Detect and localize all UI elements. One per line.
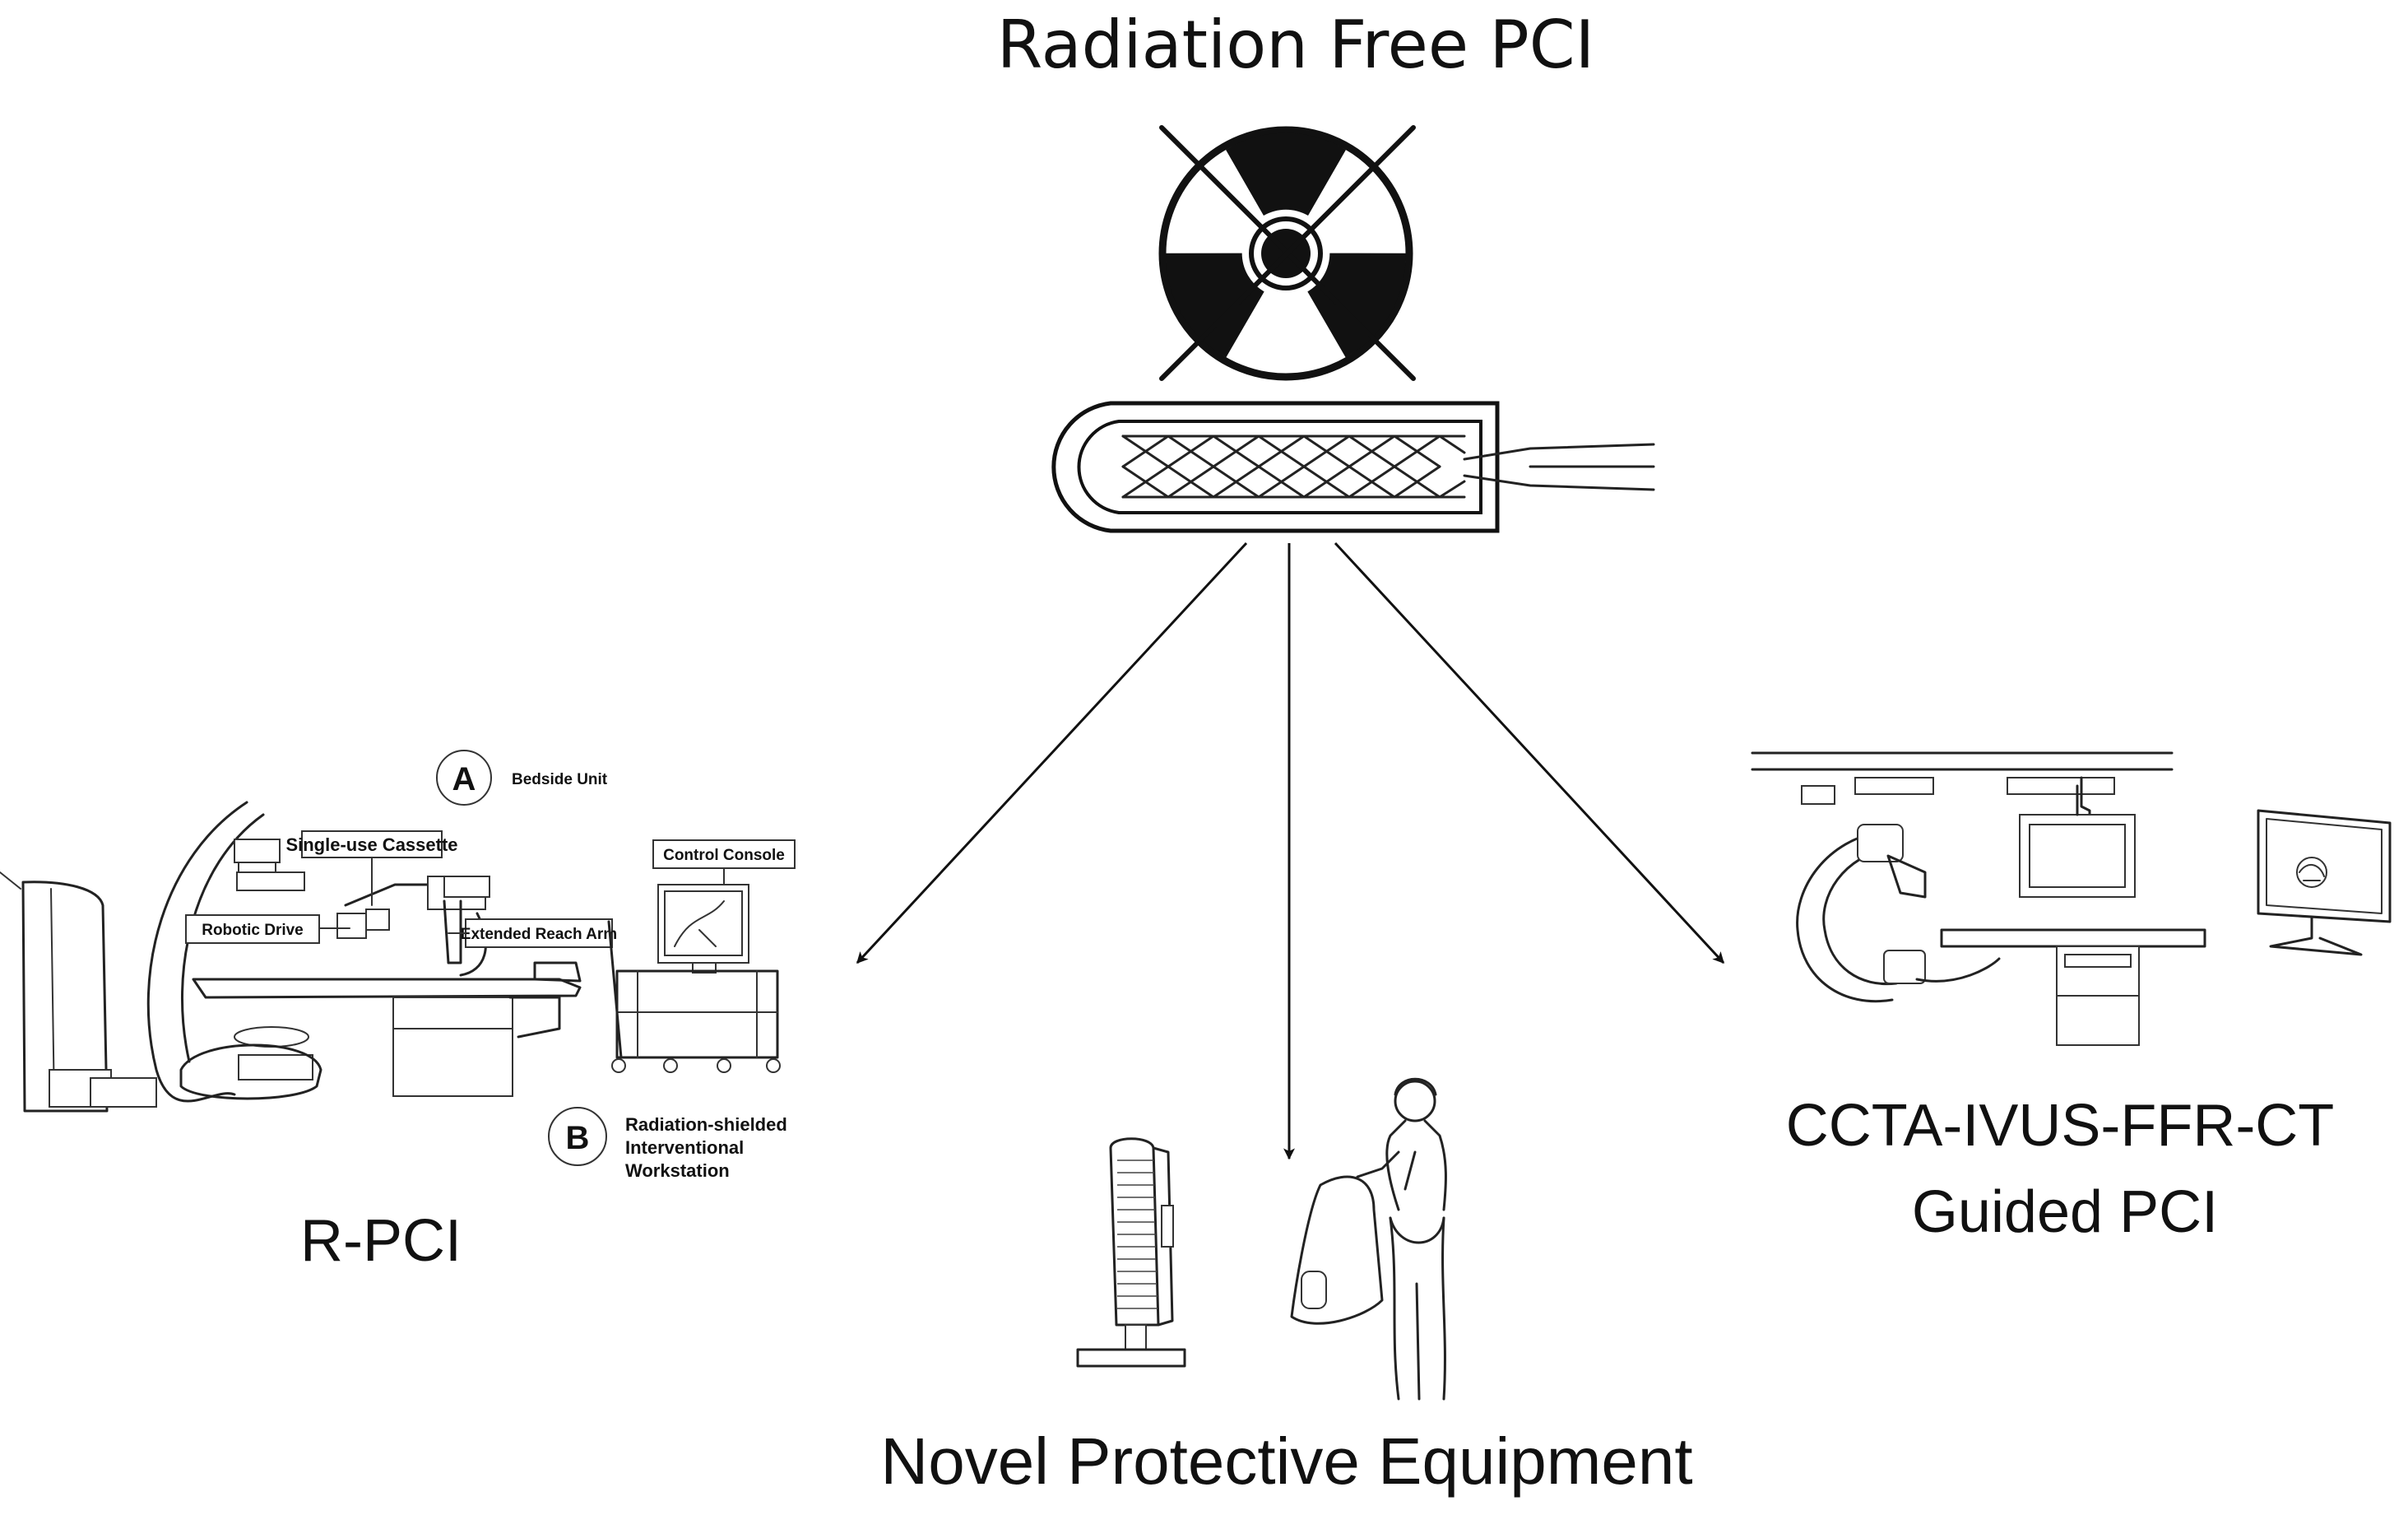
diagram-title: Radiation Free PCI [997, 7, 1594, 83]
callout-robotic-drive: Robotic Drive [202, 922, 304, 939]
callout-box-robotic-drive [185, 914, 320, 944]
arrow-to-r-pci [856, 541, 1248, 964]
protective-equipment-illustration [1076, 1077, 1447, 1401]
label-novel-protective-equipment: Novel Protective Equipment [880, 1424, 1692, 1498]
badge-b: B [566, 1120, 590, 1156]
callout-bedside-unit: Bedside Unit [512, 771, 608, 788]
arrow-to-guided-pci [1334, 541, 1725, 964]
callout-control-console: Control Console [663, 847, 785, 864]
label-guided-pci-line2: Guided PCI [1912, 1179, 2218, 1245]
stent-catheter-icon [1051, 401, 1655, 533]
callout-workstation-line3: Workstation [625, 1160, 730, 1181]
label-r-pci: R-PCI [300, 1208, 462, 1274]
callout-extended-reach-arm: Extended Reach Arm [461, 926, 617, 943]
robotic-pci-illustration: Single-use Cassette Robotic Drive Extend… [0, 750, 796, 1181]
callout-box-control-console [652, 839, 796, 869]
cath-lab-ct-illustration [1751, 751, 2392, 1046]
callout-box-single-use-cassette [301, 830, 443, 858]
callout-workstation-line1: Radiation-shielded [625, 1114, 787, 1135]
label-guided-pci-line1: CCTA-IVUS-FFR-CT [1786, 1093, 2335, 1159]
callout-single-use-cassette: Single-use Cassette [285, 834, 457, 855]
badge-a: A [452, 761, 476, 797]
no-radiation-icon [1158, 125, 1416, 381]
callout-workstation-line2: Interventional [625, 1137, 744, 1158]
